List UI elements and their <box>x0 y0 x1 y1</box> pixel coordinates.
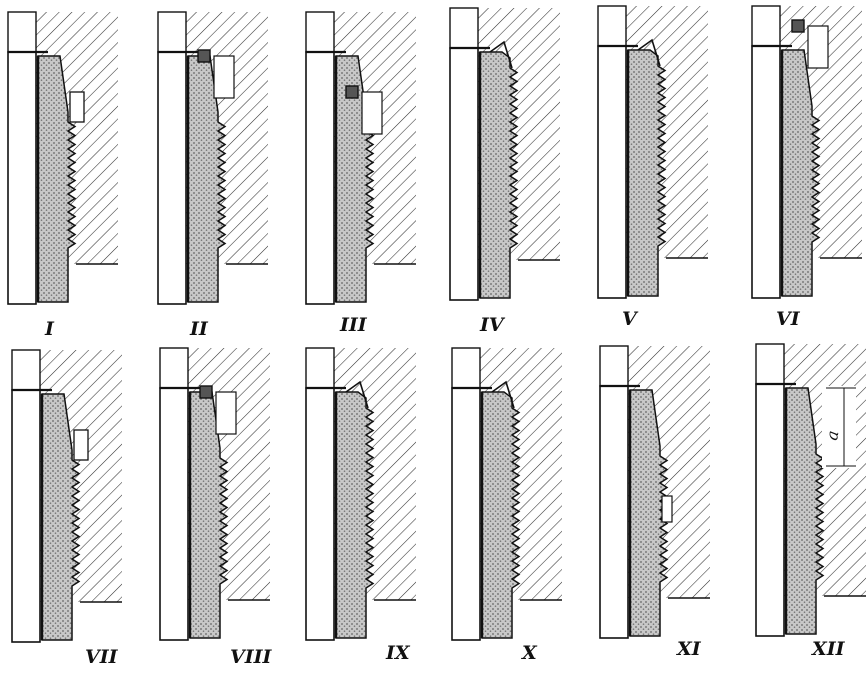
joint-section-9 <box>305 347 416 641</box>
bore-wall <box>159 387 189 641</box>
pipe-wall <box>335 391 375 639</box>
bore-top <box>597 5 627 47</box>
bore-wall <box>751 45 781 299</box>
bore-top <box>451 347 481 389</box>
relief-step <box>661 495 673 523</box>
seal-recess <box>361 91 383 135</box>
joint-section-3 <box>305 11 416 305</box>
tapered-lip <box>489 40 513 69</box>
pipe-wall <box>37 55 77 303</box>
dimension-label-a: a <box>822 429 842 442</box>
seal-ring <box>199 385 213 399</box>
panel-label-12: XII <box>811 638 846 660</box>
bore-wall <box>451 387 481 641</box>
bore-top <box>449 7 479 49</box>
pipe-wall <box>187 55 227 303</box>
panels-layer <box>7 5 866 643</box>
bore-wall <box>11 389 41 643</box>
joint-section-4 <box>449 7 560 301</box>
seal-recess <box>807 25 829 69</box>
joint-section-5 <box>597 5 708 299</box>
joint-section-11 <box>599 345 710 639</box>
seal-ring <box>791 19 805 33</box>
seal-recess <box>213 55 235 99</box>
panel-label-8: VIII <box>230 646 273 668</box>
bore-wall <box>7 51 37 305</box>
bore-top <box>751 5 781 47</box>
panel-label-2: II <box>189 318 209 340</box>
pipe-wall <box>627 49 667 297</box>
bore-wall <box>305 51 335 305</box>
bore-top <box>157 11 187 53</box>
bore-top <box>305 11 335 53</box>
seal-recess <box>215 391 237 435</box>
joint-section-8 <box>159 347 270 641</box>
bore-top <box>305 347 335 389</box>
panel-label-10: X <box>521 642 538 664</box>
bore-wall <box>599 385 629 639</box>
pipe-wall <box>41 393 81 641</box>
joint-section-7 <box>11 349 122 643</box>
joint-section-6 <box>751 5 862 299</box>
dimension-gap <box>822 386 856 468</box>
seal-ring <box>345 85 359 99</box>
labels-layer: I II III IV V VI VII VIII IX X XI XII a <box>44 308 846 668</box>
panel-label-5: V <box>622 308 639 330</box>
pipe-wall <box>629 389 669 637</box>
pipe-wall <box>479 51 519 299</box>
bore-top <box>11 349 41 391</box>
bore-wall <box>449 47 479 301</box>
joint-section-12 <box>755 343 866 637</box>
panel-label-9: IX <box>385 642 411 664</box>
tapered-lip <box>637 38 661 67</box>
pipe-wall <box>785 387 825 635</box>
seal-ring <box>197 49 211 63</box>
panel-label-11: XI <box>676 638 702 660</box>
joint-section-2 <box>157 11 268 305</box>
tapered-lip <box>491 380 515 409</box>
pipe-wall <box>481 391 521 639</box>
undercut-groove <box>73 429 89 461</box>
pipe-wall <box>781 49 821 297</box>
panel-label-1: I <box>44 318 55 340</box>
undercut-groove <box>69 91 85 123</box>
bore-wall <box>157 51 187 305</box>
pipe-wall <box>189 391 229 639</box>
bore-top <box>599 345 629 387</box>
panel-label-4: IV <box>479 314 506 336</box>
bore-top <box>159 347 189 389</box>
tapered-lip <box>345 380 369 409</box>
joint-section-1 <box>7 11 118 305</box>
panel-label-6: VI <box>776 308 801 330</box>
panel-label-3: III <box>339 314 368 336</box>
joint-section-10 <box>451 347 562 641</box>
bore-top <box>755 343 785 385</box>
bore-wall <box>305 387 335 641</box>
bore-top <box>7 11 37 53</box>
bore-wall <box>755 383 785 637</box>
panel-label-7: VII <box>85 646 119 668</box>
bore-wall <box>597 45 627 299</box>
